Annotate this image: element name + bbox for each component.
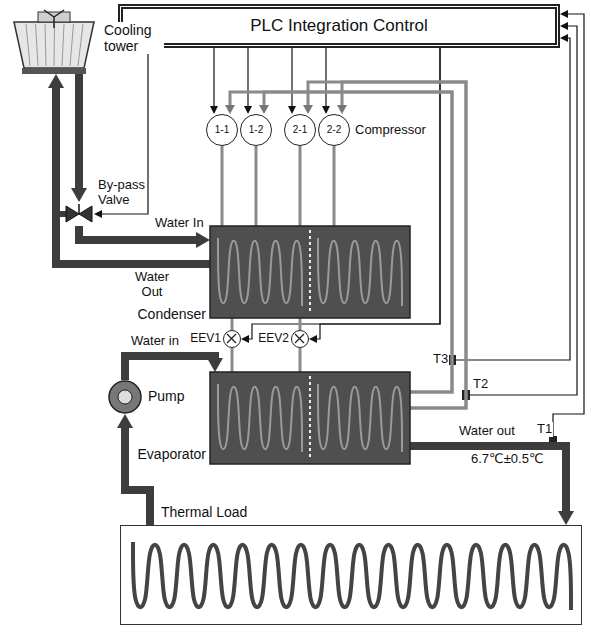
sensor-wire xyxy=(553,14,584,436)
annotation-label: T3 xyxy=(432,352,449,367)
node-caption: EEV2 xyxy=(258,332,289,346)
sensor-wire xyxy=(456,38,570,360)
water-pipe xyxy=(410,446,566,511)
evaporator-box-outline xyxy=(210,372,410,464)
control-line xyxy=(291,48,292,106)
cooling-tower-outline xyxy=(8,8,100,74)
compressor-circle: 2-1 xyxy=(284,114,316,146)
node-label: 2-1 xyxy=(293,124,307,136)
annotation-label: Compressor xyxy=(354,123,427,138)
plc-box: PLC Integration Control xyxy=(118,4,560,48)
pump-symbol: Pump xyxy=(108,380,142,414)
annotation-label: 6.7℃±0.5℃ xyxy=(470,452,544,467)
node-label: 1-1 xyxy=(215,124,229,136)
compressor-circle: 2-2 xyxy=(318,114,350,146)
bypass-valve: By-pass Valve xyxy=(64,202,94,226)
expansion-valve-outline xyxy=(292,331,308,347)
condenser-box: Condenser xyxy=(210,226,410,318)
cooling-tower: Cooling tower xyxy=(8,8,100,74)
thermal-load-outline xyxy=(121,526,581,624)
node-caption: Cooling tower xyxy=(104,22,164,54)
water-pipe xyxy=(75,74,83,188)
control-line xyxy=(325,48,326,106)
evaporator-box: Evaporator xyxy=(210,372,410,464)
control-line xyxy=(247,48,248,106)
flow-label: Water Out xyxy=(128,270,176,300)
node-caption: Evaporator xyxy=(138,446,206,462)
refrigerant-line xyxy=(299,318,302,330)
refrigerant-line xyxy=(231,348,234,372)
control-line xyxy=(213,48,214,106)
refrigerant-line xyxy=(221,146,224,226)
sensor-wire xyxy=(470,26,577,395)
flow-label: Water out xyxy=(458,424,516,439)
bypass-valve-outline xyxy=(64,202,94,226)
pump-symbol-outline xyxy=(108,380,142,414)
node-label: 2-2 xyxy=(327,124,341,136)
compressor-circle: 1-1 xyxy=(206,114,238,146)
expansion-valve: EEV2 xyxy=(291,330,309,348)
expansion-valve: EEV1 xyxy=(223,330,241,348)
compressor-circle: 1-2 xyxy=(240,114,272,146)
refrigerant-line xyxy=(333,146,336,226)
refrigerant-line xyxy=(299,348,302,372)
thermal-load: Thermal Load xyxy=(120,525,582,625)
node-label: PLC Integration Control xyxy=(250,16,428,36)
annotation-label: T2 xyxy=(472,377,489,392)
node-caption: Pump xyxy=(148,388,185,404)
expansion-valve-outline xyxy=(224,331,240,347)
annotation-label: T1 xyxy=(536,422,553,437)
node-caption: Thermal Load xyxy=(161,504,247,520)
water-pipe xyxy=(125,428,150,525)
node-caption: EEV1 xyxy=(190,332,221,346)
flow-label: Water in xyxy=(130,334,180,349)
water-pipe xyxy=(125,356,215,380)
flow-label: Water In xyxy=(154,216,205,231)
refrigerant-line xyxy=(299,146,302,226)
condenser-box-outline xyxy=(210,226,410,318)
node-label: 1-2 xyxy=(249,124,263,136)
refrigerant-line xyxy=(255,146,258,226)
node-caption: Condenser xyxy=(138,306,207,322)
refrigerant-line xyxy=(231,318,234,330)
node-caption: By-pass Valve xyxy=(98,178,146,208)
